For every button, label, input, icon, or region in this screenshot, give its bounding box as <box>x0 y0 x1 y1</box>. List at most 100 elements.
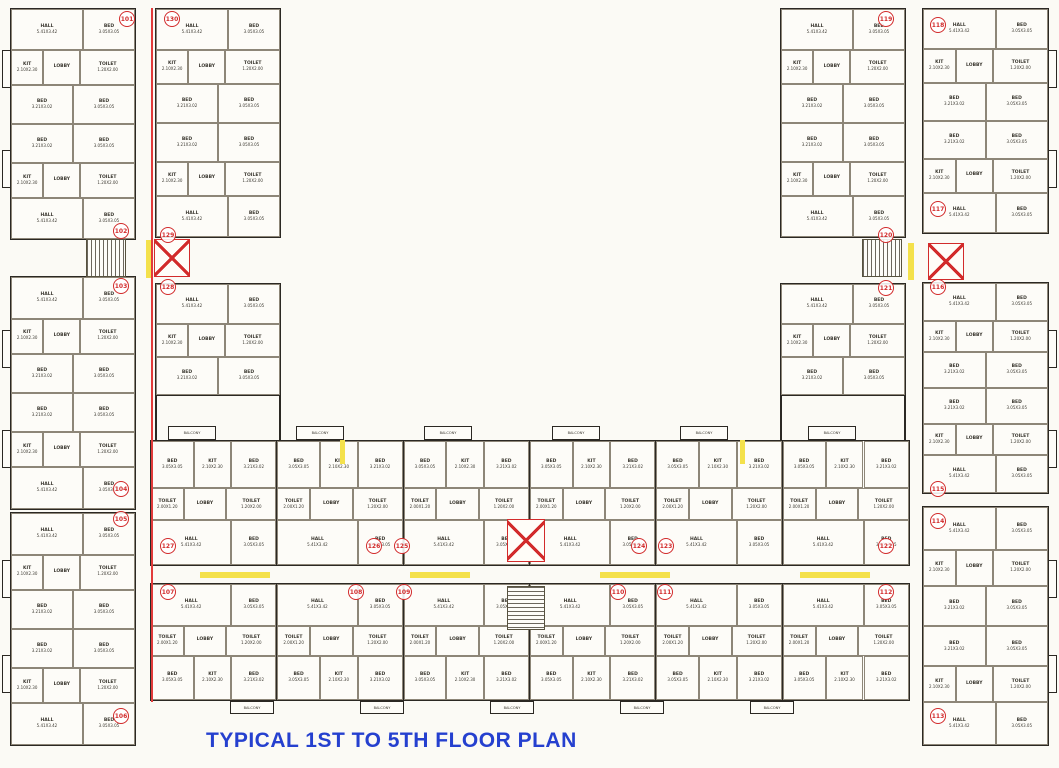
room-lobby: LOBBY <box>43 50 81 85</box>
room-label: BED <box>672 458 683 464</box>
balcony <box>1048 430 1057 468</box>
balcony <box>1048 560 1057 598</box>
room-label: KIT <box>460 672 470 678</box>
room-lobby: LOBBY <box>436 625 479 656</box>
room-dimension: 5.41X3.42 <box>948 212 970 218</box>
unit-number-badge: 103 <box>113 278 129 294</box>
room-label: KIT <box>793 173 802 179</box>
room-dimension: 3.05X3.05 <box>1011 722 1033 728</box>
room-label: TOILET <box>98 61 117 67</box>
room-label: BED <box>868 136 880 142</box>
room-dimension: 3.21X3.02 <box>801 102 823 108</box>
unit-number-badge: 114 <box>930 513 946 529</box>
room-label: TOILET <box>1011 60 1030 66</box>
room-label: BED <box>873 298 885 304</box>
room-label: HALL <box>952 23 966 29</box>
room-lobby: LOBBY <box>188 50 226 85</box>
room-dimension: 2.10X2.30 <box>202 463 223 469</box>
room-label: TOILET <box>747 635 766 641</box>
room-dimension: 3.05X3.05 <box>1011 212 1033 218</box>
room-label: TOILET <box>537 635 556 641</box>
room-label: BED <box>799 672 810 678</box>
room-dimension: 5.41X3.42 <box>181 28 203 34</box>
lift-shaft <box>154 239 190 277</box>
room-dimension: 3.05X3.05 <box>868 28 890 34</box>
room-dimension: 3.21X3.02 <box>943 645 965 651</box>
room-label: TOILET <box>98 330 117 336</box>
unit-number-badge: 127 <box>160 538 176 554</box>
room-dimension: 2.10X2.30 <box>834 677 855 683</box>
room-lobby: LOBBY <box>955 549 993 586</box>
room-label: BED <box>98 367 110 373</box>
room-dimension: 5.41X3.42 <box>433 541 455 547</box>
room-dimension: 5.41X3.42 <box>180 604 202 610</box>
room-label: LOBBY <box>966 680 983 686</box>
room-dimension: 5.41X3.42 <box>559 604 581 610</box>
room-dimension: 3.21X3.02 <box>176 102 198 108</box>
room-dimension: 3.05X3.05 <box>863 141 885 147</box>
room-label: BED <box>806 136 818 142</box>
room-dimension: 3.05X3.05 <box>863 375 885 381</box>
staircase <box>862 239 902 277</box>
room-lobby: LOBBY <box>43 554 81 590</box>
room-label: BED <box>419 672 431 678</box>
room-label: KIT <box>23 680 32 686</box>
room-label: KIT <box>935 60 944 66</box>
balcony: BALCONY <box>230 701 274 714</box>
room-dimension: 3.21X3.02 <box>496 677 517 683</box>
room-dimension: 3.05X3.05 <box>93 103 115 109</box>
room-dimension: 1.20X2.00 <box>367 640 388 646</box>
room-lobby: LOBBY <box>43 432 81 468</box>
room-label: TOILET <box>1011 678 1030 684</box>
room-dimension: 2.10X2.30 <box>161 339 183 345</box>
unit-number-badge: 105 <box>113 511 129 527</box>
room-dimension: 5.41X3.42 <box>433 604 455 610</box>
room-label: KIT <box>168 61 177 67</box>
room-label: BED <box>806 97 818 103</box>
room-label: KIT <box>168 334 177 340</box>
room-dimension: 3.05X3.05 <box>793 463 815 469</box>
room-label: TOILET <box>98 174 117 180</box>
room-label: TOILET <box>284 635 303 641</box>
room-label: BED <box>672 672 683 678</box>
room-label: LOBBY <box>449 637 466 643</box>
room-label: BED <box>374 672 386 678</box>
room-dimension: 2.10X2.30 <box>328 463 350 469</box>
room-label: HALL <box>184 537 198 542</box>
room-label: BED <box>248 210 260 216</box>
unit-number-badge: 109 <box>396 584 412 600</box>
balcony <box>2 330 11 368</box>
room-label: TOILET <box>243 61 262 67</box>
room-dimension: 3.21X3.02 <box>622 463 644 469</box>
room-dimension: 2.10X2.30 <box>786 178 808 184</box>
room-dimension: 3.21X3.02 <box>369 463 391 469</box>
